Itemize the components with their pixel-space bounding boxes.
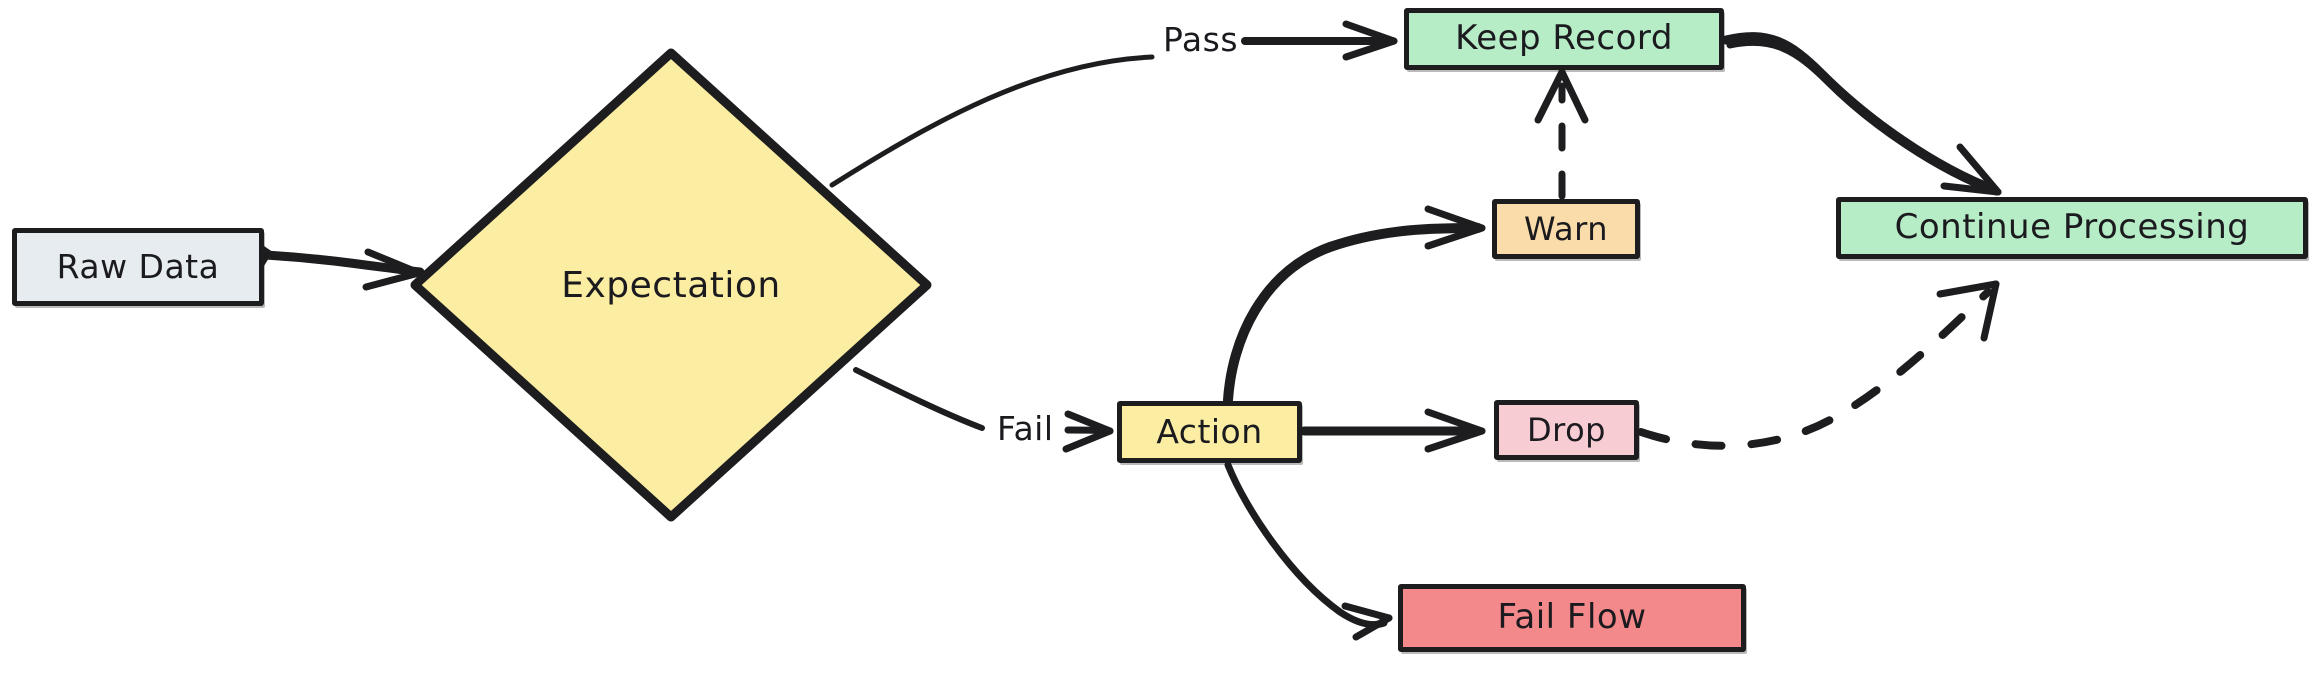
edge-label-fail: Fail (997, 409, 1054, 448)
edge-warn-to-keep-record (1534, 68, 1589, 200)
edge-raw-data-to-expectation (248, 238, 425, 291)
node-warn-label: Warn (1523, 209, 1609, 248)
node-drop-label: Drop (1527, 410, 1606, 449)
node-raw-data[interactable]: Raw Data (12, 228, 264, 306)
edge-action-to-warn (1223, 205, 1486, 405)
node-drop[interactable]: Drop (1494, 400, 1639, 460)
node-action[interactable]: Action (1117, 401, 1302, 463)
node-keep-record[interactable]: Keep Record (1404, 8, 1724, 70)
node-fail-flow[interactable]: Fail Flow (1398, 584, 1746, 652)
edge-action-to-fail-flow (1224, 461, 1393, 641)
node-raw-data-label: Raw Data (56, 247, 220, 287)
node-fail-flow-label: Fail Flow (1497, 597, 1647, 638)
node-continue-processing[interactable]: Continue Processing (1836, 197, 2308, 259)
node-warn[interactable]: Warn (1492, 199, 1640, 259)
diamond-shape (410, 48, 932, 522)
edge-action-to-drop (1299, 408, 1486, 453)
edge-drop-to-continue-processing (1637, 280, 2000, 450)
edge-keep-record-to-continue-processing (1721, 32, 2002, 196)
node-action-label: Action (1156, 412, 1263, 452)
node-expectation[interactable]: Expectation (410, 48, 932, 522)
node-continue-processing-label: Continue Processing (1894, 207, 2250, 248)
node-keep-record-label: Keep Record (1455, 18, 1673, 59)
edge-label-pass: Pass (1163, 20, 1239, 59)
